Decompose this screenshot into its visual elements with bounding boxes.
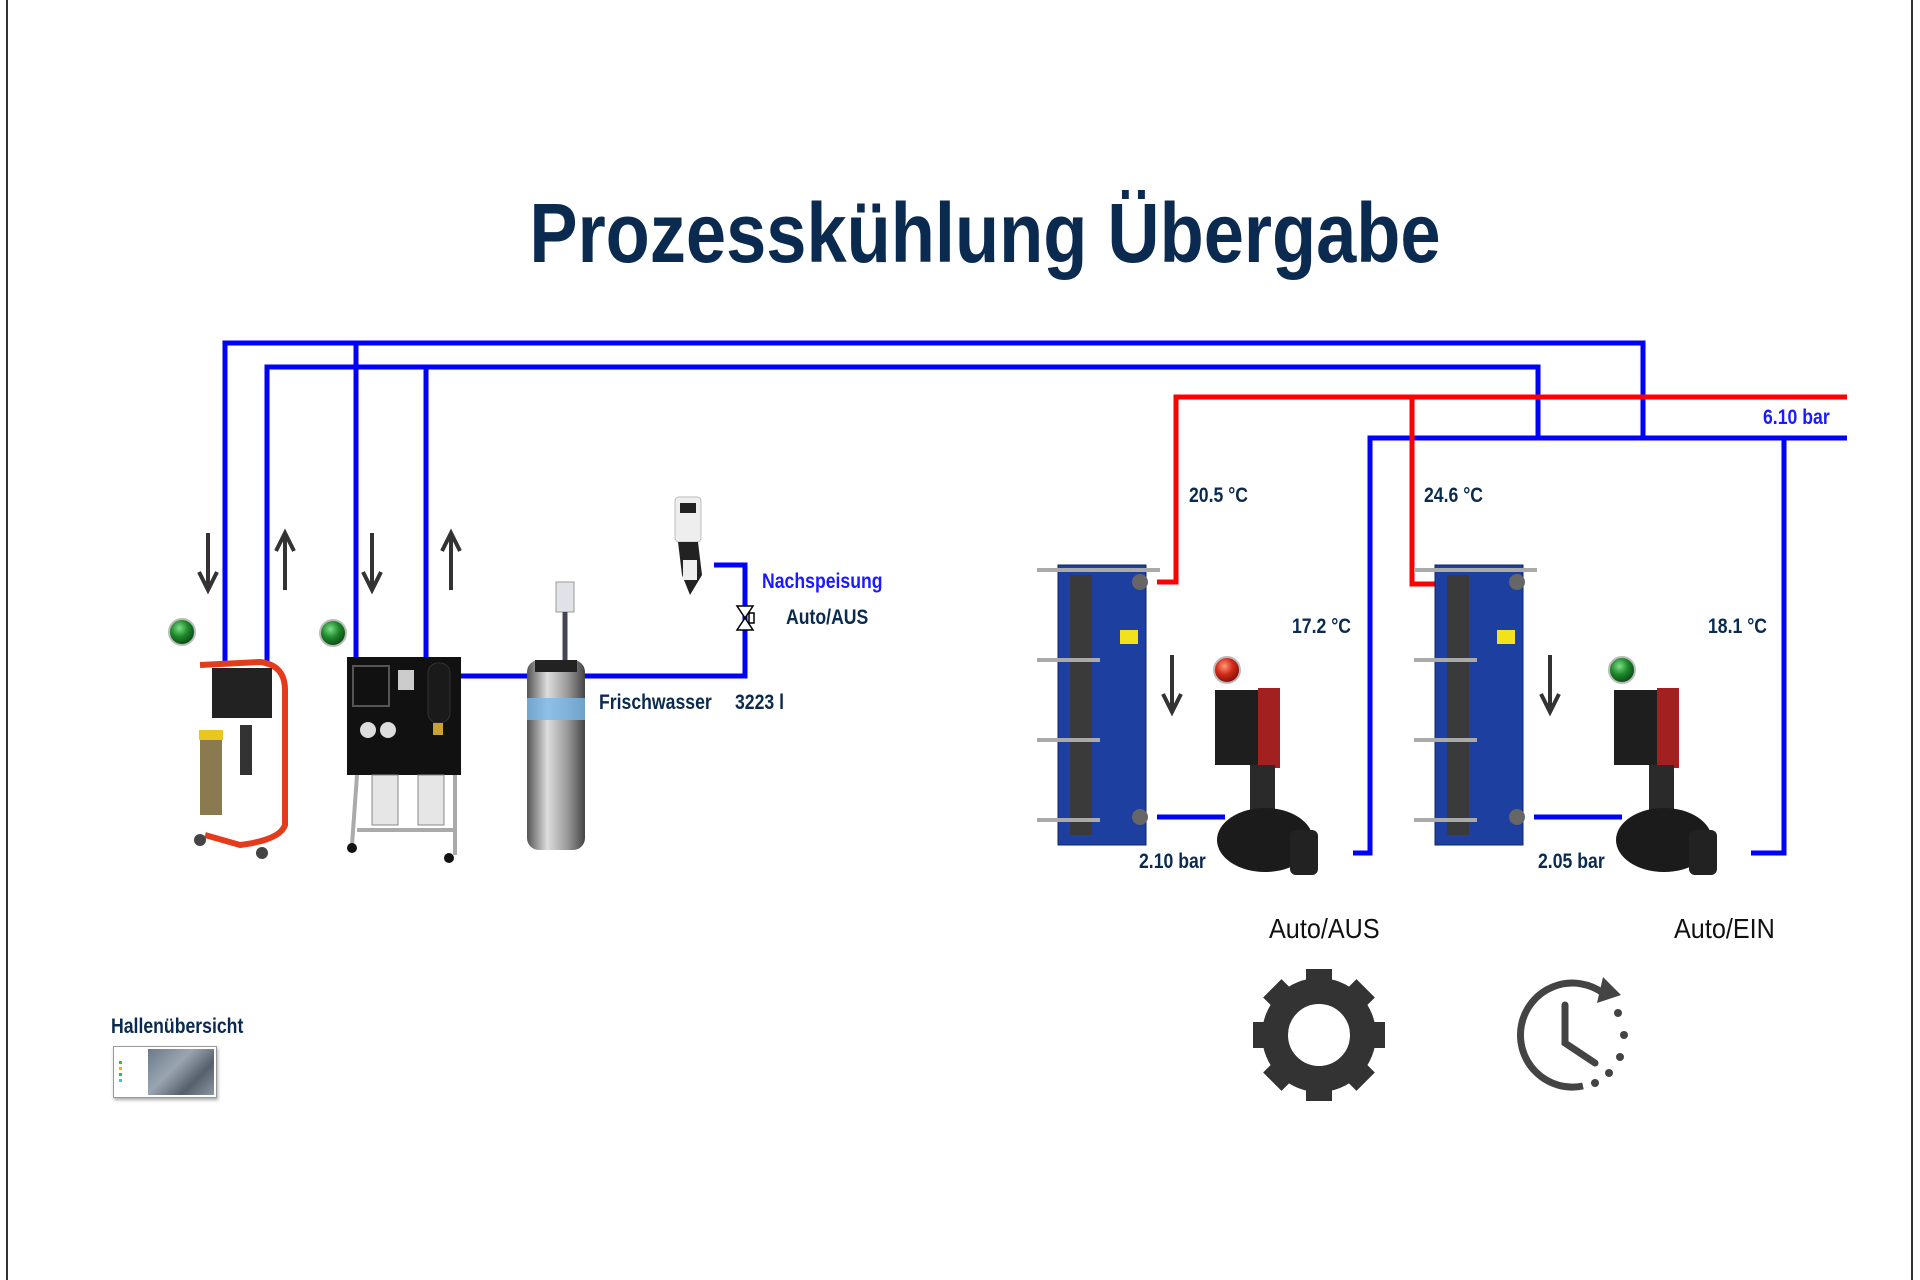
circuit-2-temp-in: 24.6 °C bbox=[1424, 484, 1484, 507]
circuit-1-temp-out: 17.2 °C bbox=[1292, 615, 1352, 638]
pump-2-status-led bbox=[1608, 656, 1636, 684]
thumbnail-dot bbox=[119, 1067, 122, 1070]
reverse-osmosis-unit[interactable] bbox=[347, 657, 461, 863]
arrow-down-icon bbox=[361, 533, 383, 595]
fresh-water-value: 3223 l bbox=[735, 691, 785, 714]
window-border-right bbox=[1911, 0, 1913, 1280]
pump-2[interactable] bbox=[1614, 688, 1717, 875]
supply-pressure-value: 6.10 bar bbox=[1763, 406, 1830, 429]
window-border-left bbox=[6, 0, 8, 1280]
hot-water-pipes bbox=[1157, 394, 1847, 587]
circuit-2-pressure: 2.05 bar bbox=[1538, 850, 1605, 873]
filter-status-led bbox=[168, 618, 196, 646]
page-title: Prozesskühlung Übergabe bbox=[529, 186, 1441, 280]
thumbnail-map bbox=[148, 1049, 214, 1095]
thumbnail-dot bbox=[119, 1061, 122, 1064]
pump-2-mode[interactable]: Auto/EIN bbox=[1674, 913, 1775, 944]
refill-mode[interactable]: Auto/AUS bbox=[786, 606, 869, 629]
heat-exchanger-2[interactable] bbox=[1414, 564, 1537, 846]
arrow-up-icon bbox=[440, 528, 462, 590]
arrow-up-icon bbox=[274, 528, 296, 590]
pump-1-status-led bbox=[1213, 656, 1241, 684]
gear-icon[interactable] bbox=[1253, 969, 1385, 1101]
circuit-1-temp-in: 20.5 °C bbox=[1189, 484, 1249, 507]
refill-dosing-unit[interactable] bbox=[674, 496, 702, 595]
refill-valve-icon[interactable] bbox=[735, 605, 755, 631]
refill-label: Nachspeisung bbox=[762, 570, 883, 593]
thumbnail-dot bbox=[119, 1079, 122, 1082]
cold-water-pipes bbox=[222, 340, 1847, 856]
arrow-down-icon bbox=[1539, 655, 1561, 717]
heat-exchanger-1[interactable] bbox=[1037, 564, 1160, 846]
arrow-down-icon bbox=[197, 533, 219, 595]
circuit-1-pressure: 2.10 bar bbox=[1139, 850, 1206, 873]
clock-schedule-icon[interactable] bbox=[1516, 977, 1628, 1091]
filter-cart-unit[interactable] bbox=[194, 658, 288, 859]
thumbnail-dot bbox=[119, 1073, 122, 1076]
flow-arrows bbox=[197, 528, 1561, 717]
pump-1[interactable] bbox=[1215, 688, 1318, 875]
fresh-water-label: Frischwasser bbox=[599, 691, 712, 714]
fresh-water-tank[interactable] bbox=[527, 581, 585, 850]
hall-overview-label[interactable]: Hallenübersicht bbox=[111, 1015, 244, 1038]
circuit-2-temp-out: 18.1 °C bbox=[1708, 615, 1768, 638]
ro-status-led bbox=[319, 619, 347, 647]
pump-1-mode[interactable]: Auto/AUS bbox=[1269, 913, 1380, 944]
arrow-down-icon bbox=[1161, 655, 1183, 717]
hall-overview-thumbnail[interactable] bbox=[113, 1046, 217, 1098]
